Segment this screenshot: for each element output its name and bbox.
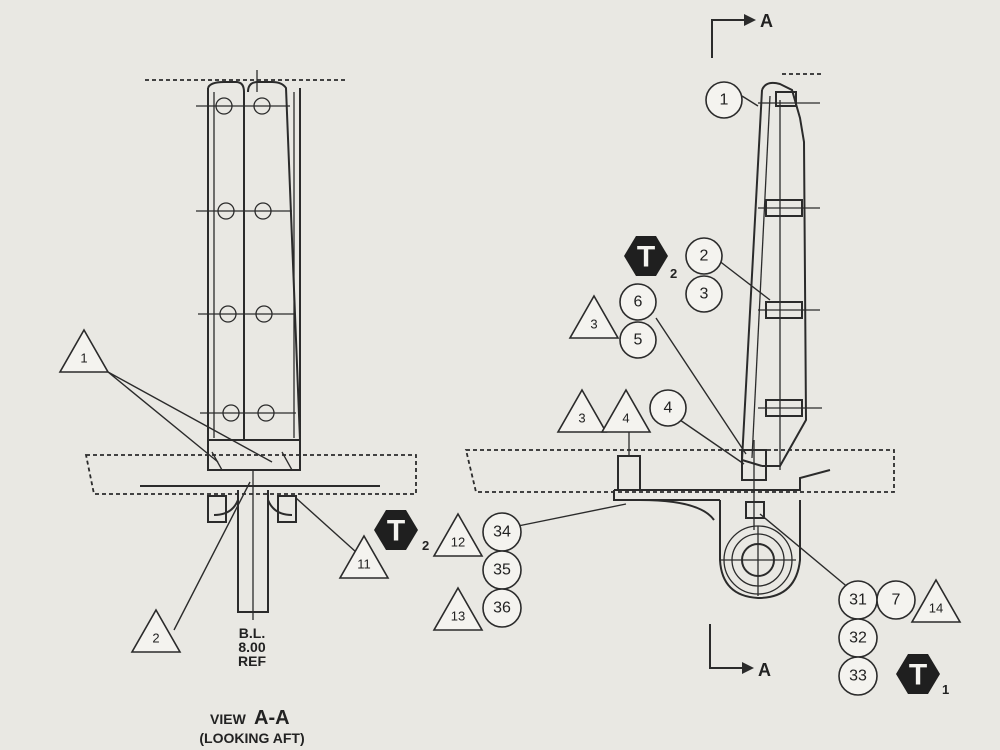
svg-text:VIEW: VIEW xyxy=(210,711,247,727)
torque-badge-upper: T 2 xyxy=(624,236,677,281)
circle-callout-3: 3 xyxy=(685,275,723,313)
svg-text:31: 31 xyxy=(849,592,867,609)
svg-text:T: T xyxy=(637,241,655,274)
svg-text:A: A xyxy=(758,660,771,680)
circle-callout-35: 35 xyxy=(482,550,522,590)
svg-text:2: 2 xyxy=(670,266,677,281)
svg-text:13: 13 xyxy=(451,609,465,624)
svg-text:5: 5 xyxy=(634,332,643,349)
svg-text:B.L.: B.L. xyxy=(239,625,265,641)
svg-text:6: 6 xyxy=(634,294,643,311)
svg-text:36: 36 xyxy=(493,600,511,617)
svg-text:7: 7 xyxy=(892,592,901,609)
svg-text:3: 3 xyxy=(700,286,709,303)
svg-text:(LOOKING AFT): (LOOKING AFT) xyxy=(199,730,304,746)
view-label: VIEW A-A (LOOKING AFT) xyxy=(199,707,304,746)
svg-text:11: 11 xyxy=(357,557,371,572)
svg-text:3: 3 xyxy=(578,411,585,426)
left-view-bracket xyxy=(84,70,417,620)
right-view-bracket xyxy=(464,73,895,600)
torque-badge-left: T 2 xyxy=(374,510,429,553)
circle-callout-33: 33 xyxy=(838,656,878,696)
triangle-callout-4: 4 xyxy=(600,388,652,433)
svg-text:2: 2 xyxy=(152,631,159,646)
circle-callout-2: 2 xyxy=(685,237,723,275)
svg-text:4: 4 xyxy=(622,411,629,426)
triangle-callout-11: 11 xyxy=(338,534,390,579)
svg-text:14: 14 xyxy=(929,601,943,616)
leader-lines xyxy=(107,95,857,631)
svg-text:1: 1 xyxy=(80,351,87,366)
svg-text:12: 12 xyxy=(451,535,465,550)
circle-callout-5: 5 xyxy=(619,321,657,359)
circle-callout-7: 7 xyxy=(876,580,916,620)
svg-text:1: 1 xyxy=(942,682,949,697)
svg-text:REF: REF xyxy=(238,653,266,669)
triangle-callout-14: 14 xyxy=(910,578,962,623)
svg-text:T: T xyxy=(387,515,405,548)
section-marker-bottom: A xyxy=(709,624,771,680)
svg-text:33: 33 xyxy=(849,668,867,685)
svg-text:2: 2 xyxy=(422,538,429,553)
left-bolt-holes xyxy=(196,97,296,422)
triangle-callout-1: 1 xyxy=(58,328,110,373)
section-marker-top: A xyxy=(711,11,773,58)
svg-text:A: A xyxy=(760,11,773,31)
circle-callout-32: 32 xyxy=(838,618,878,658)
circle-callout-34: 34 xyxy=(482,512,522,552)
svg-text:A-A: A-A xyxy=(254,707,290,729)
circle-callout-1: 1 xyxy=(705,81,743,119)
triangle-callout-13: 13 xyxy=(432,586,484,631)
triangle-callout-3-lower: 3 xyxy=(556,388,608,433)
svg-text:4: 4 xyxy=(664,400,673,417)
svg-text:8.00: 8.00 xyxy=(238,639,265,655)
svg-text:34: 34 xyxy=(493,524,511,541)
bl-reference-label: B.L. 8.00 REF xyxy=(238,625,266,669)
triangle-callout-3-upper: 3 xyxy=(568,294,620,339)
triangle-callout-2: 2 xyxy=(130,608,182,653)
torque-badge-lower: T 1 xyxy=(896,654,949,697)
svg-text:35: 35 xyxy=(493,562,511,579)
right-fasteners xyxy=(758,91,822,417)
svg-text:3: 3 xyxy=(590,317,597,332)
circle-callout-36: 36 xyxy=(482,588,522,628)
circle-callout-4: 4 xyxy=(649,389,687,427)
circle-callout-6: 6 xyxy=(619,283,657,321)
circle-callout-31: 31 xyxy=(838,580,878,620)
svg-text:32: 32 xyxy=(849,630,867,647)
svg-text:1: 1 xyxy=(720,92,729,109)
triangle-callout-12: 12 xyxy=(432,512,484,557)
svg-text:T: T xyxy=(909,659,927,692)
svg-text:2: 2 xyxy=(700,248,709,265)
